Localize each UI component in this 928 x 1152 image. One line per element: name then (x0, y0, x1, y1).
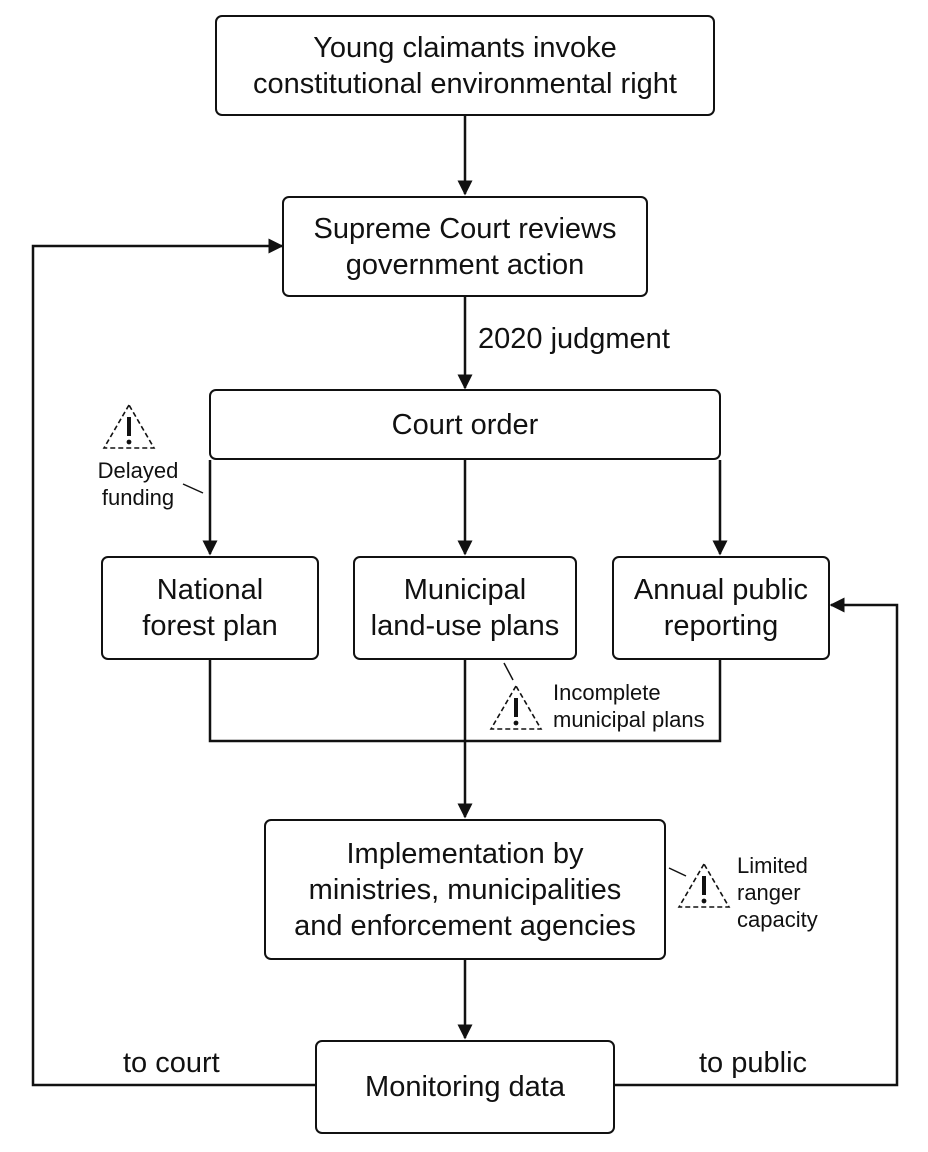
warning-icon (489, 684, 543, 730)
risk-label-delayed-funding: Delayed funding (97, 458, 179, 510)
node-municipal-plans: Municipal land-use plans (353, 556, 577, 660)
node-public-reporting: Annual public reporting (612, 556, 830, 660)
node-young-claimants: Young claimants invoke constitutional en… (215, 15, 715, 116)
edge-label-to-court: to court (123, 1047, 220, 1079)
risk-pointer-municipal (503, 662, 514, 681)
risk-label-ranger-capacity: Limited ranger capacity (737, 853, 818, 932)
node-implementation: Implementation by ministries, municipali… (264, 819, 666, 960)
feedback-to-court (31, 238, 315, 1087)
risk-label-incomplete-plans: Incomplete municipal plans (553, 680, 705, 732)
node-court-order: Court order (209, 389, 721, 460)
edge-label-judgment: 2020 judgment (478, 323, 670, 355)
node-national-forest-plan: National forest plan (101, 556, 319, 660)
warning-icon (102, 403, 156, 449)
feedback-to-public (615, 597, 899, 1087)
warning-icon (677, 862, 731, 908)
risk-pointer-ranger (668, 867, 687, 877)
node-court-review: Supreme Court reviews government action (282, 196, 648, 297)
edge-label-to-public: to public (699, 1047, 808, 1079)
risk-pointer-funding (182, 483, 204, 494)
node-monitoring-data: Monitoring data (315, 1040, 615, 1134)
